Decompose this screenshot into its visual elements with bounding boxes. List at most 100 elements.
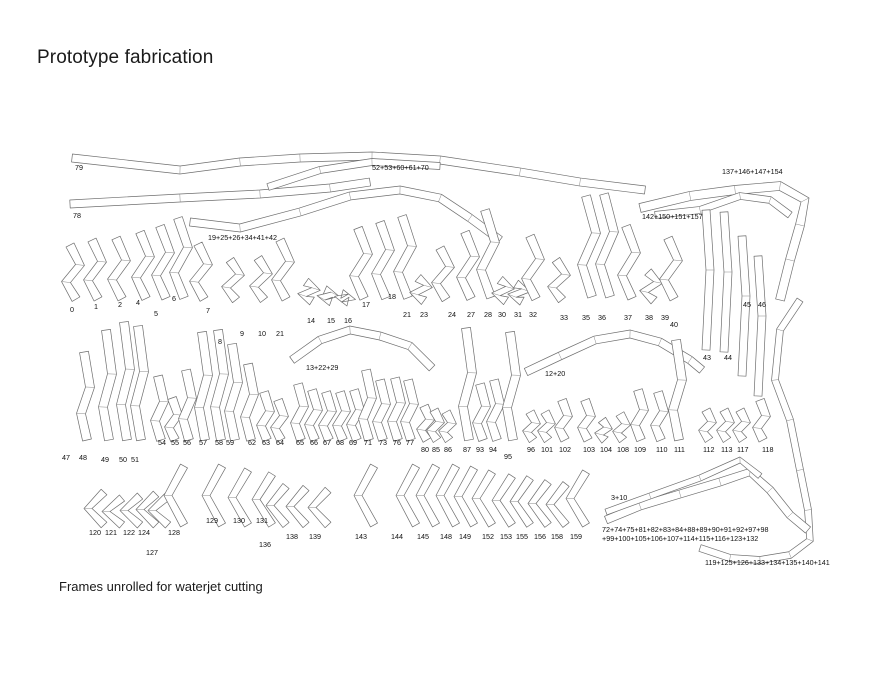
frame-segment-line	[486, 421, 496, 423]
frame-segment-line	[165, 251, 175, 254]
frame-segment-line	[786, 512, 794, 518]
frame-label: 95	[504, 452, 512, 461]
frame-segment-line	[673, 259, 683, 262]
frame-segment-line	[472, 422, 482, 424]
frame-piece	[507, 279, 531, 306]
frame-segment-line	[531, 422, 541, 425]
frame-label: 71	[364, 438, 372, 447]
frame-segment-line	[164, 426, 174, 429]
frame-segment-line	[387, 420, 397, 423]
frame-segment-line	[766, 487, 774, 493]
frame-label: 21	[403, 310, 411, 319]
frame-segment-line	[507, 293, 517, 298]
frame-piece	[639, 268, 663, 305]
frame-piece	[521, 233, 545, 302]
frame-piece	[630, 388, 649, 443]
frame-segment-line	[97, 261, 107, 263]
frame-label: 12+20	[545, 369, 565, 378]
frame-segment-line	[407, 342, 413, 350]
frame-label: 2	[118, 300, 122, 309]
frame-segment-line	[491, 292, 501, 296]
frame-label: 48	[79, 453, 87, 462]
frame-label: 4	[136, 298, 140, 307]
frame-label: 129	[206, 516, 218, 525]
frame-segment-line	[522, 430, 532, 433]
frame-label: 30	[498, 310, 506, 319]
frame-segment-line	[438, 430, 448, 433]
frame-segment-line	[367, 397, 377, 399]
frame-segment-line	[630, 424, 640, 426]
frame-label: 57	[199, 438, 207, 447]
frame-piece	[249, 255, 273, 303]
page-title: Prototype fabrication	[37, 47, 214, 68]
frame-piece	[224, 342, 243, 442]
frame-piece	[523, 329, 705, 376]
frame-piece	[594, 416, 613, 444]
frame-segment-line	[739, 192, 741, 200]
frame-segment-line	[788, 551, 792, 559]
frame-segment-line	[203, 263, 213, 266]
frame-piece	[76, 350, 95, 442]
frame-label: 67	[323, 438, 331, 447]
frame-label: +99+100+105+106+107+114+115+116+123+132	[602, 534, 758, 543]
frame-label: 155	[516, 532, 528, 541]
frame-segment-line	[318, 166, 322, 174]
frame-segment-line	[61, 281, 71, 283]
frame-label: 24	[448, 310, 456, 319]
frame-segment-line	[476, 269, 486, 271]
frame-piece	[210, 329, 229, 442]
frame-piece	[194, 331, 213, 442]
frame-segment-line	[311, 287, 321, 291]
frame-segment-line	[221, 286, 231, 289]
frame-label: 108	[617, 445, 629, 454]
frame-segment-line	[481, 405, 491, 407]
frame-segment-line	[535, 258, 545, 260]
frame-label: 153	[500, 532, 512, 541]
frame-piece	[612, 411, 631, 444]
frame-label: 131	[256, 516, 268, 525]
frame-piece	[456, 229, 480, 301]
frame-piece	[654, 192, 793, 219]
frame-piece	[387, 376, 406, 442]
frame-segment-line	[586, 415, 596, 417]
frame-label: 56	[183, 438, 191, 447]
frame-segment-line	[725, 421, 735, 423]
frame-piece	[486, 378, 505, 442]
frame-pieces	[61, 151, 814, 564]
frame-label: 76	[393, 438, 401, 447]
frame-label: 73	[379, 438, 387, 447]
frame-segment-line	[318, 424, 328, 427]
frame-piece	[169, 216, 193, 300]
frame-segment-line	[456, 276, 466, 279]
frame-segment-line	[297, 293, 307, 297]
frame-segment-line	[409, 403, 419, 405]
frame-segment-line	[327, 410, 337, 412]
frame-piece	[69, 177, 371, 209]
frame-segment-line	[371, 273, 381, 275]
frame-segment-line	[271, 279, 281, 282]
frame-piece	[752, 398, 771, 443]
frame-segment-line	[698, 206, 702, 214]
frame-piece	[107, 235, 131, 302]
frame-segment-line	[561, 273, 571, 276]
frame-segment-line	[349, 275, 359, 277]
frame-piece	[178, 368, 197, 442]
frame-segment-line	[591, 232, 601, 234]
frame-segment-line	[431, 282, 441, 284]
frame-segment-line	[169, 271, 179, 274]
frame-label: 35	[582, 313, 590, 322]
frame-segment-line	[348, 192, 352, 200]
frame-label: 110	[656, 445, 667, 454]
frame-segment-line	[304, 424, 314, 426]
frame-piece	[256, 390, 275, 443]
frame-label: 64	[276, 438, 284, 447]
frame-segment-line	[121, 259, 131, 262]
frame-segment-line	[521, 278, 531, 280]
frame-piece	[719, 211, 733, 353]
frame-piece	[98, 329, 117, 442]
frame-segment-line	[239, 223, 241, 233]
frame-label: 159	[570, 532, 582, 541]
frame-segment-line	[752, 427, 762, 429]
frame-segment-line	[425, 418, 435, 421]
frame-segment-line	[279, 415, 289, 417]
